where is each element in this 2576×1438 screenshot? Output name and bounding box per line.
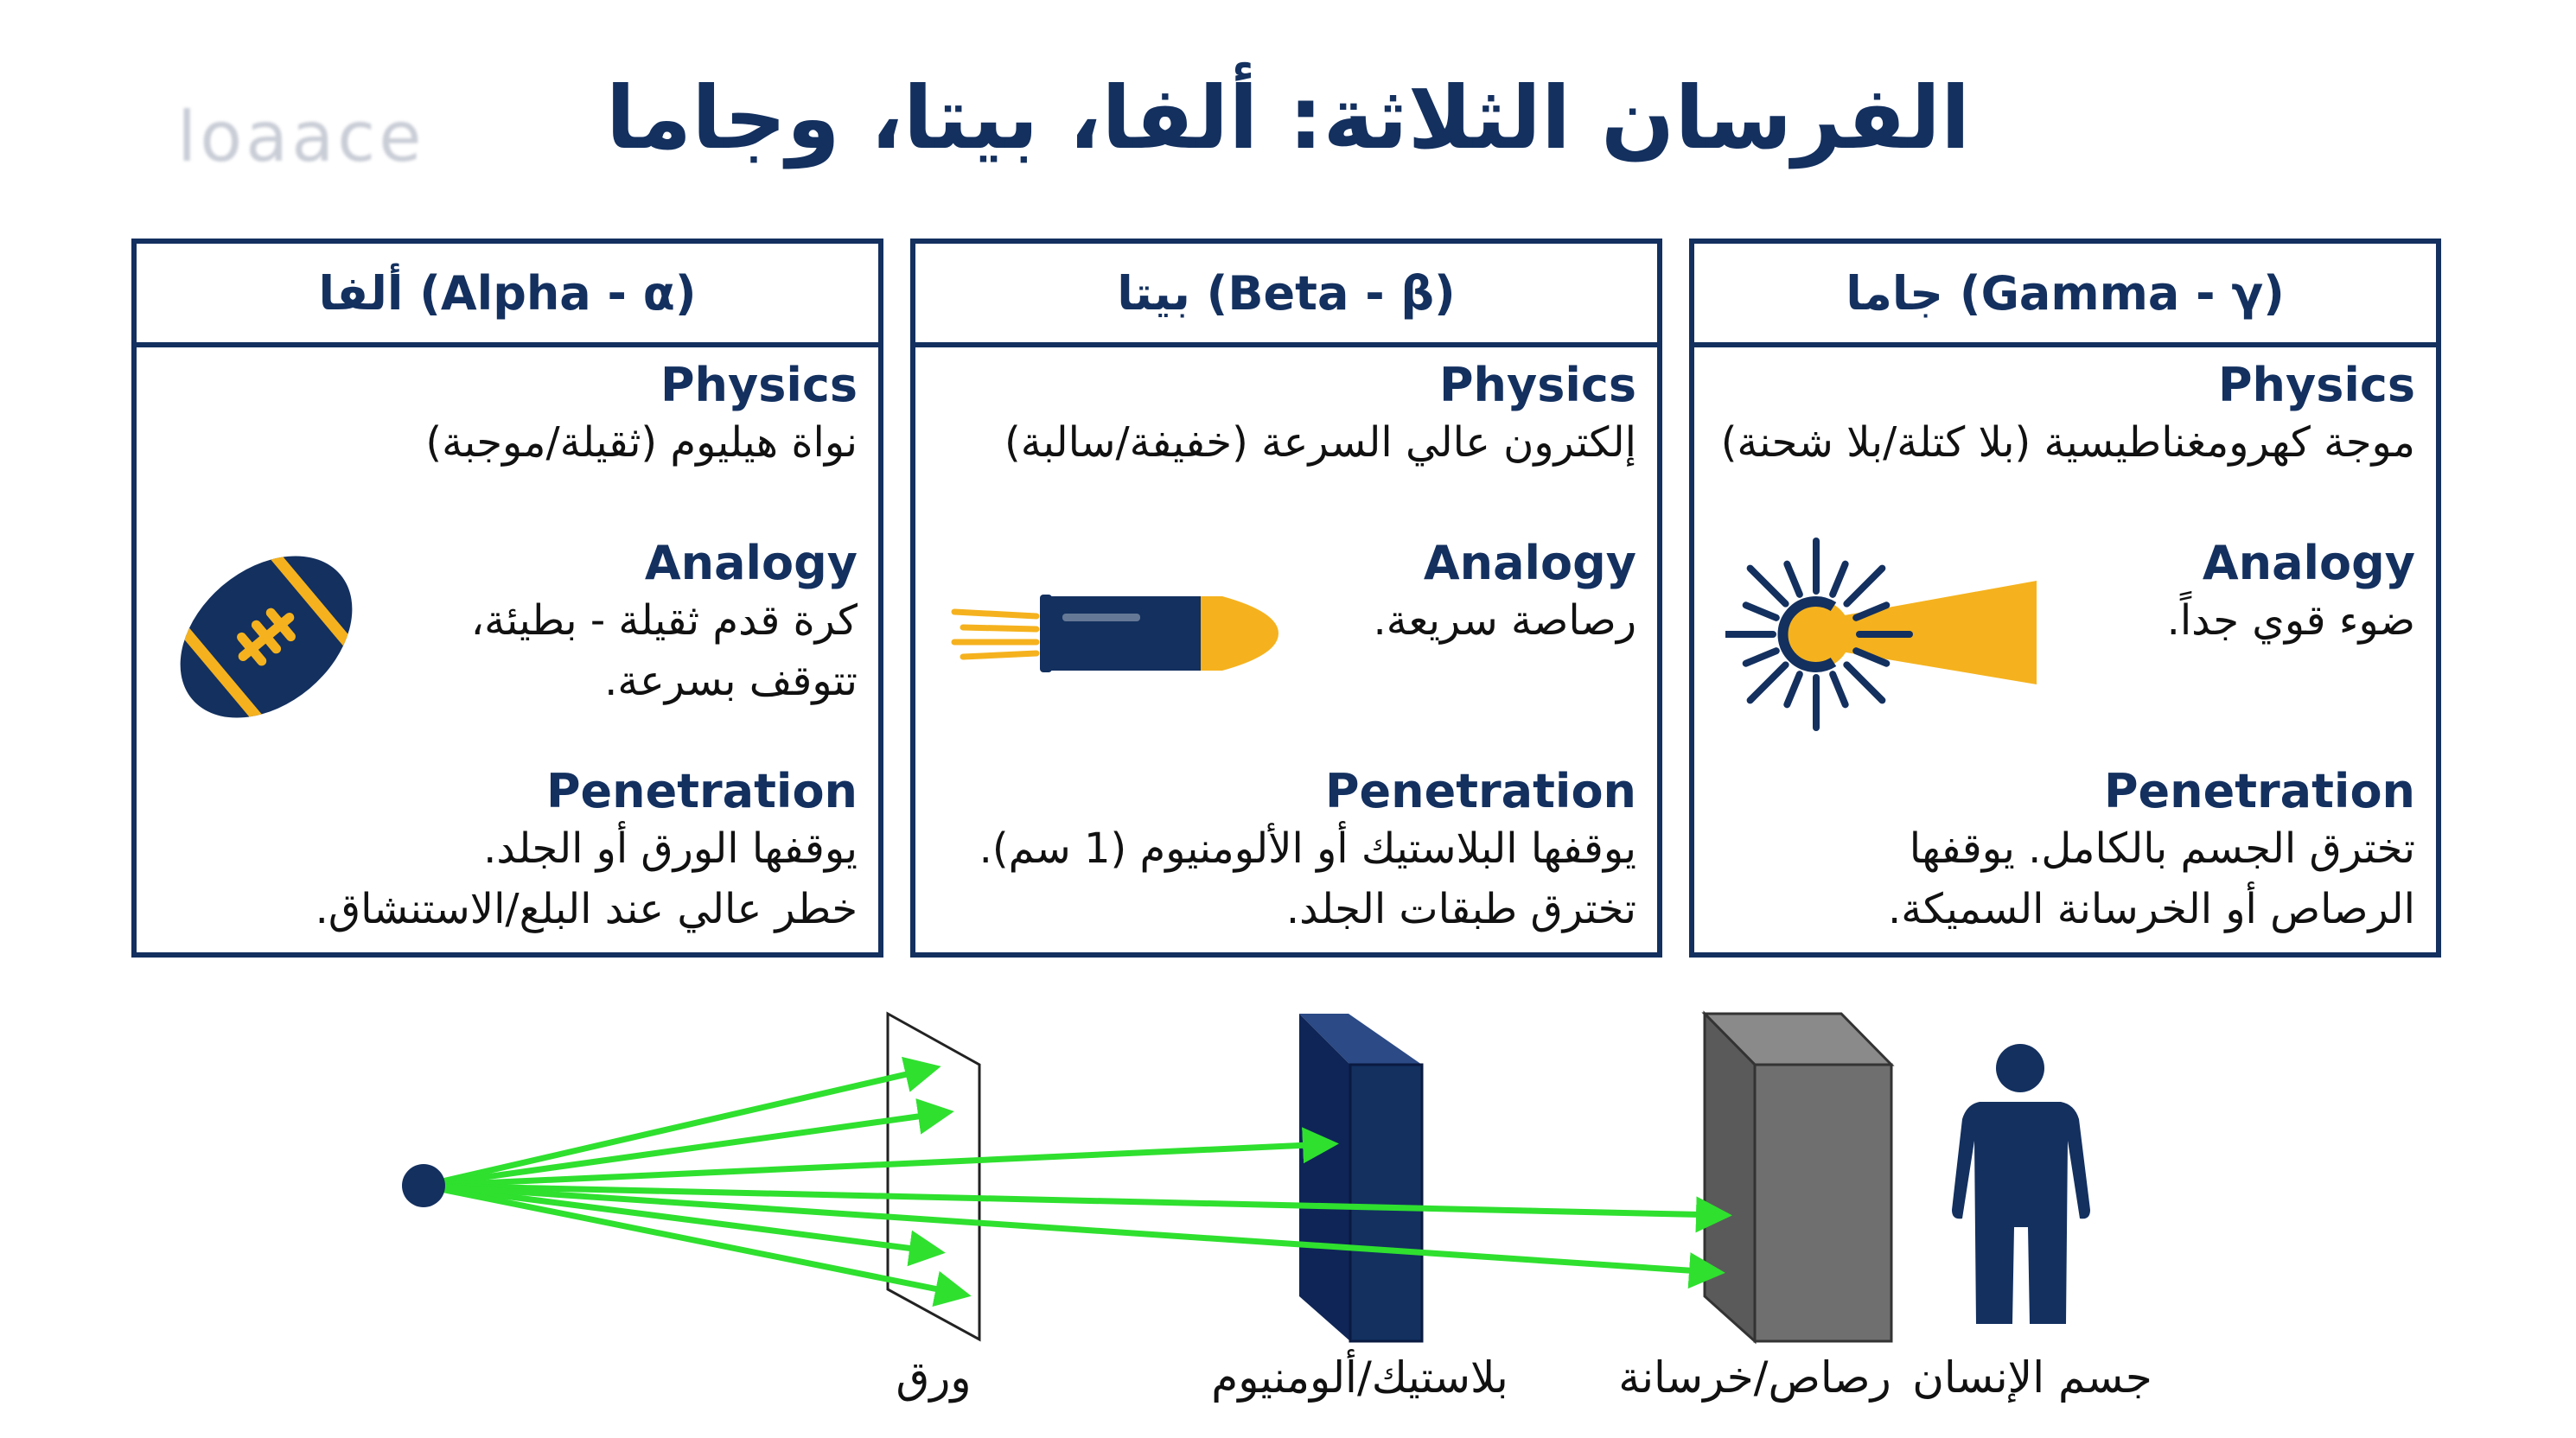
- sun-ray: [1742, 601, 1780, 621]
- card-header: جاما (Gamma - γ): [1694, 244, 2436, 347]
- penetration-text: يوقفها البلاستيك أو الألومنيوم (1 سم).: [979, 824, 1636, 873]
- barrier-label-human: جسم الإنسان: [1912, 1352, 2152, 1403]
- card-beta: بيتا (Beta - β) Physics إلكترون عالي الس…: [910, 239, 1662, 958]
- gamma-ray: [423, 1182, 1725, 1289]
- sun-ray: [1843, 564, 1886, 608]
- sun-ray: [1829, 560, 1849, 598]
- physics-section: Physics إلكترون عالي السرعة (خفيفة/سالبة…: [1004, 358, 1636, 473]
- analogy-section: Analogy ضوء قوي جداً.: [2167, 536, 2415, 651]
- penetration-text: خطر عالي عند البلع/الاستنشاق.: [315, 885, 858, 933]
- analogy-text: ضوء قوي جداً.: [2166, 596, 2415, 645]
- alpha-ray: [423, 1182, 972, 1308]
- physics-text: إلكترون عالي السرعة (خفيفة/سالبة): [1004, 418, 1636, 467]
- physics-label: Physics: [660, 358, 858, 412]
- sun-ray: [1852, 601, 1891, 621]
- aluminum-barrier: [1299, 1014, 1424, 1343]
- alpha-ray: [423, 1182, 946, 1267]
- football-icon: [171, 542, 361, 732]
- card-header: بيتا (Beta - β): [915, 244, 1657, 347]
- penetration-label: Penetration: [2103, 764, 2415, 818]
- card-gamma: جاما (Gamma - γ) Physics موجة كهرومغناطي…: [1689, 239, 2441, 958]
- penetration-section: Penetration يوقفها البلاستيك أو الألومني…: [979, 764, 1636, 939]
- physics-text: موجة كهرومغناطيسية (بلا كتلة/بلا شحنة): [1720, 418, 2415, 467]
- penetration-text: يوقفها الورق أو الجلد.: [483, 824, 858, 873]
- physics-section: Physics نواة هيليوم (ثقيلة/موجبة): [425, 358, 858, 473]
- barrier-label-paper: ورق: [896, 1352, 972, 1403]
- card-alpha: ألفا (Alpha - α) Physics نواة هيليوم (ثق…: [131, 239, 883, 958]
- penetration-text: تخترق طبقات الجلد.: [1285, 885, 1636, 933]
- sun-ray: [1746, 564, 1789, 608]
- analogy-label: Analogy: [644, 536, 858, 590]
- penetration-section: Penetration يوقفها الورق أو الجلد. خطر ع…: [316, 764, 858, 939]
- alpha-ray: [423, 1098, 954, 1189]
- penetration-text: تخترق الجسم بالكامل. يوقفها: [1909, 824, 2415, 873]
- analogy-text: كرة قدم ثقيلة - بطيئة،: [470, 596, 858, 645]
- penetration-label: Penetration: [1324, 764, 1636, 818]
- sun-ray: [1783, 671, 1803, 709]
- analogy-section: Analogy رصاصة سريعة.: [1373, 536, 1636, 651]
- physics-section: Physics موجة كهرومغناطيسية (بلا كتلة/بلا…: [1721, 358, 2415, 473]
- analogy-label: Analogy: [1423, 536, 1636, 590]
- gamma-ray: [423, 1182, 1732, 1233]
- physics-label: Physics: [2217, 358, 2415, 412]
- barrier-label-concrete: رصاص/خرسانة: [1618, 1352, 1891, 1403]
- card-header: ألفا (Alpha - α): [137, 244, 878, 347]
- sun-ray: [1829, 671, 1849, 709]
- analogy-text: رصاصة سريعة.: [1373, 596, 1636, 645]
- alpha-ray: [423, 1056, 941, 1189]
- sun-ray: [1742, 647, 1780, 667]
- bullet-icon: [951, 595, 1278, 672]
- radiation-rays: [423, 1056, 1732, 1308]
- light-beam-icon: [1725, 538, 2037, 731]
- penetration-section: Penetration تخترق الجسم بالكامل. يوقفها …: [1888, 764, 2415, 939]
- penetration-label: Penetration: [545, 764, 858, 818]
- page-title: الفرسان الثلاثة: ألفا، بيتا، وجاما: [605, 67, 1971, 169]
- radiation-source: [402, 1164, 445, 1207]
- penetration-text: الرصاص أو الخرسانة السميكة.: [1887, 885, 2415, 933]
- sun-ray: [1783, 560, 1803, 598]
- analogy-label: Analogy: [2202, 536, 2415, 590]
- barrier-label-aluminum: بلاستيك/ألومنيوم: [1211, 1352, 1508, 1403]
- human-body-icon: [1952, 1044, 2090, 1324]
- physics-text: نواة هيليوم (ثقيلة/موجبة): [425, 418, 858, 467]
- physics-label: Physics: [1438, 358, 1636, 412]
- sun-ray: [1843, 661, 1886, 704]
- sun-ray: [1852, 647, 1891, 667]
- analogy-text: تتوقف بسرعة.: [604, 657, 858, 705]
- analogy-section: Analogy كرة قدم ثقيلة - بطيئة، تتوقف بسر…: [471, 536, 858, 711]
- concrete-barrier: [1701, 1010, 1895, 1345]
- logo: loaace: [177, 97, 425, 177]
- sun-ray: [1746, 661, 1789, 704]
- beta-ray: [423, 1127, 1339, 1189]
